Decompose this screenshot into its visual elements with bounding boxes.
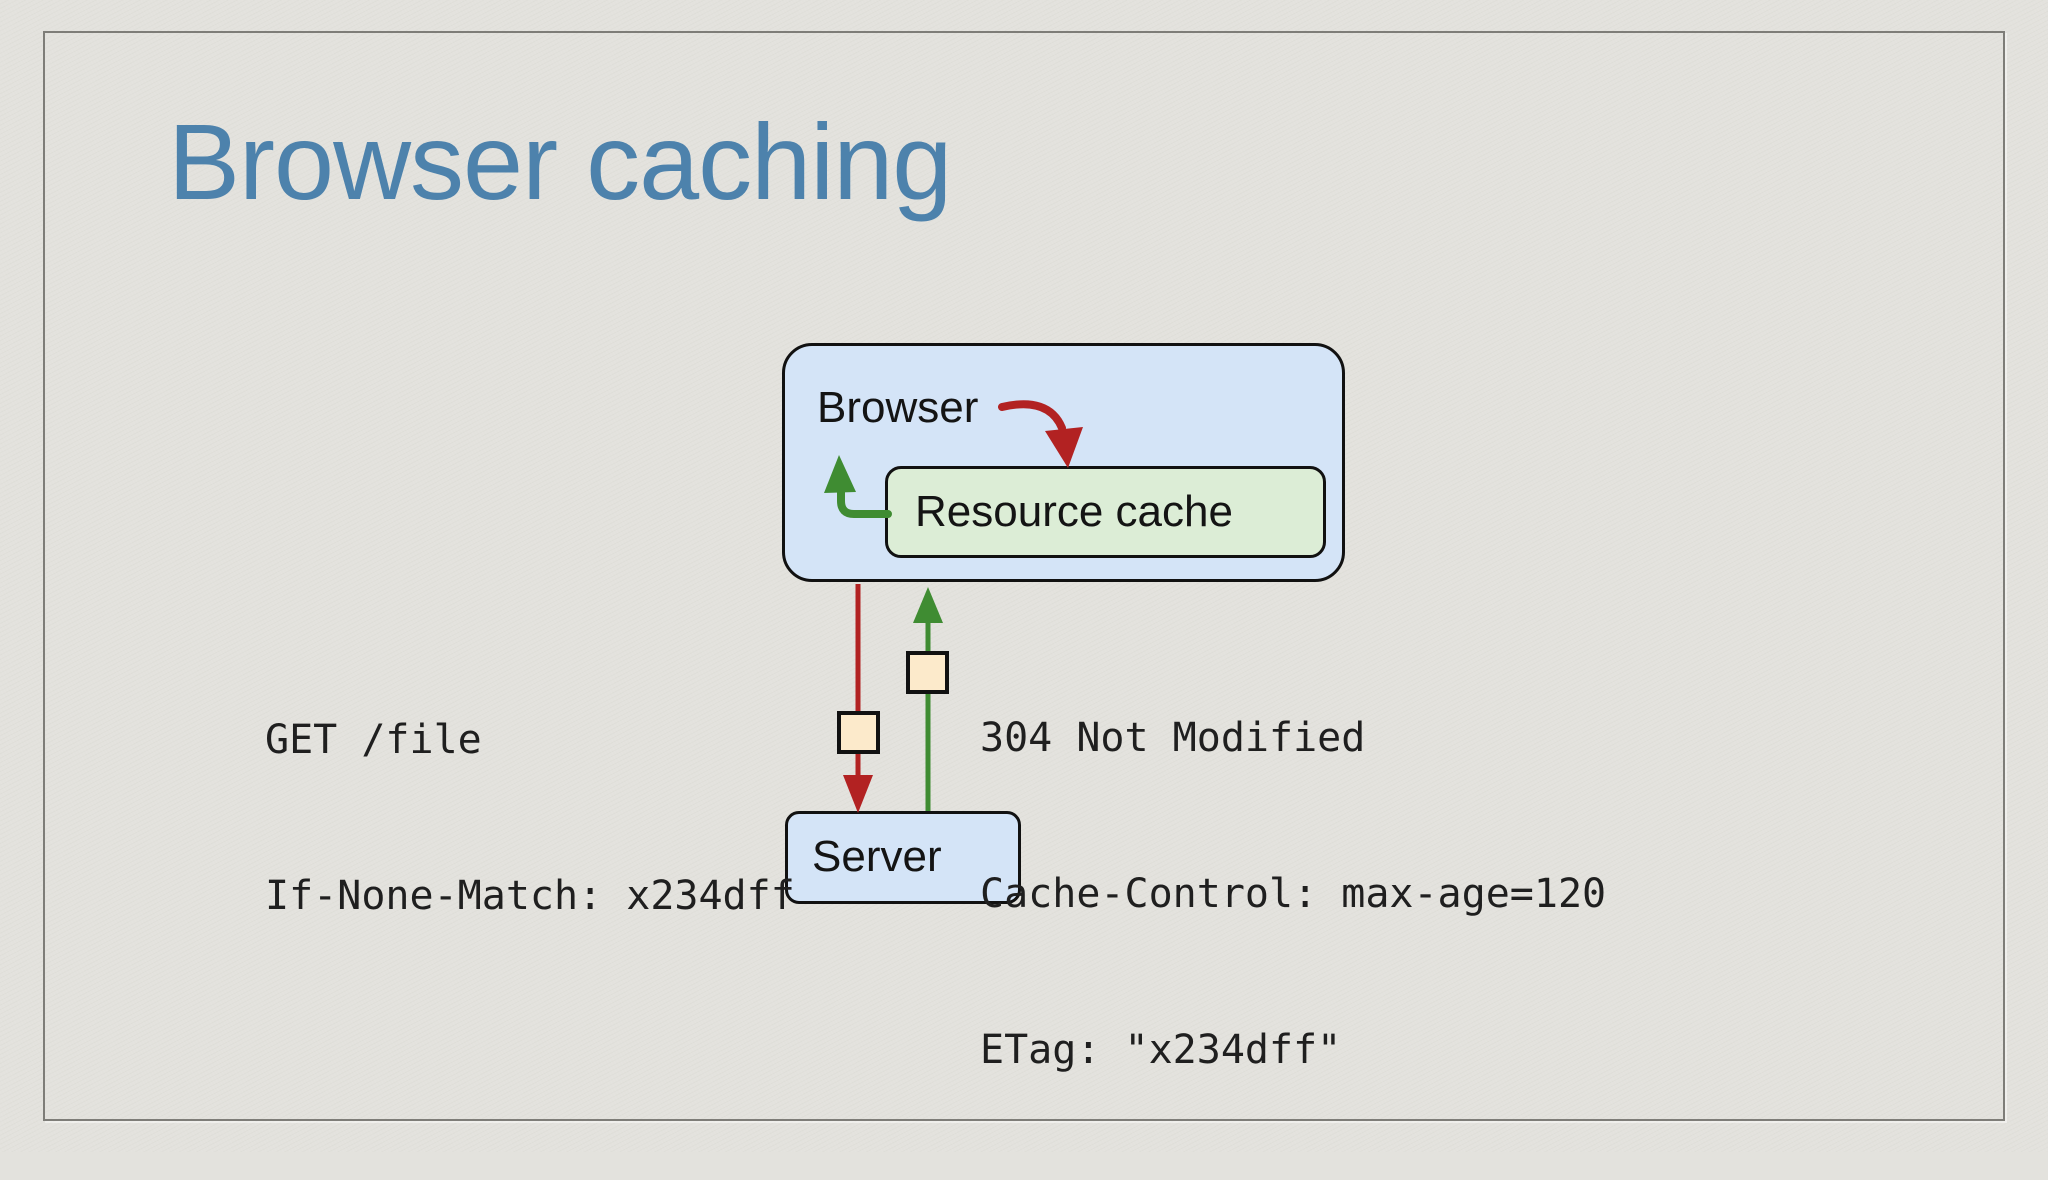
slide-title: Browser caching [168, 101, 952, 222]
connector-layer [824, 400, 1083, 813]
response-header-line: 304 Not Modified [980, 715, 1366, 761]
response-arrowhead-icon [913, 587, 943, 623]
store-arrow-icon [998, 400, 1066, 432]
resource-cache-node: Resource cache [885, 466, 1326, 558]
slide-frame-border [43, 31, 2005, 1121]
store-arrowhead-icon [1045, 427, 1083, 468]
server-node: Server [785, 811, 1021, 904]
response-packet-icon [906, 651, 949, 694]
response-headers-code: 304 Not Modified Cache-Control: max-age=… [980, 608, 1606, 1180]
browser-label: Browser [817, 383, 979, 432]
request-arrowhead-icon [843, 775, 873, 813]
request-headers-code: GET /file If-None-Match: x234dff [265, 610, 795, 1026]
server-label: Server [812, 832, 942, 882]
cache-hit-arrowhead-icon [824, 455, 856, 493]
cache-hit-arrow-icon [837, 487, 892, 518]
resource-cache-label: Resource cache [915, 486, 1233, 536]
slide: Browser caching Browser Resource cache S… [0, 0, 2048, 1152]
request-packet-icon [837, 711, 880, 754]
request-header-line: If-None-Match: x234dff [265, 873, 795, 919]
response-header-line: ETag: "x234dff" [980, 1027, 1342, 1073]
request-header-line: GET /file [265, 717, 482, 763]
response-header-line: Cache-Control: max-age=120 [980, 871, 1607, 917]
